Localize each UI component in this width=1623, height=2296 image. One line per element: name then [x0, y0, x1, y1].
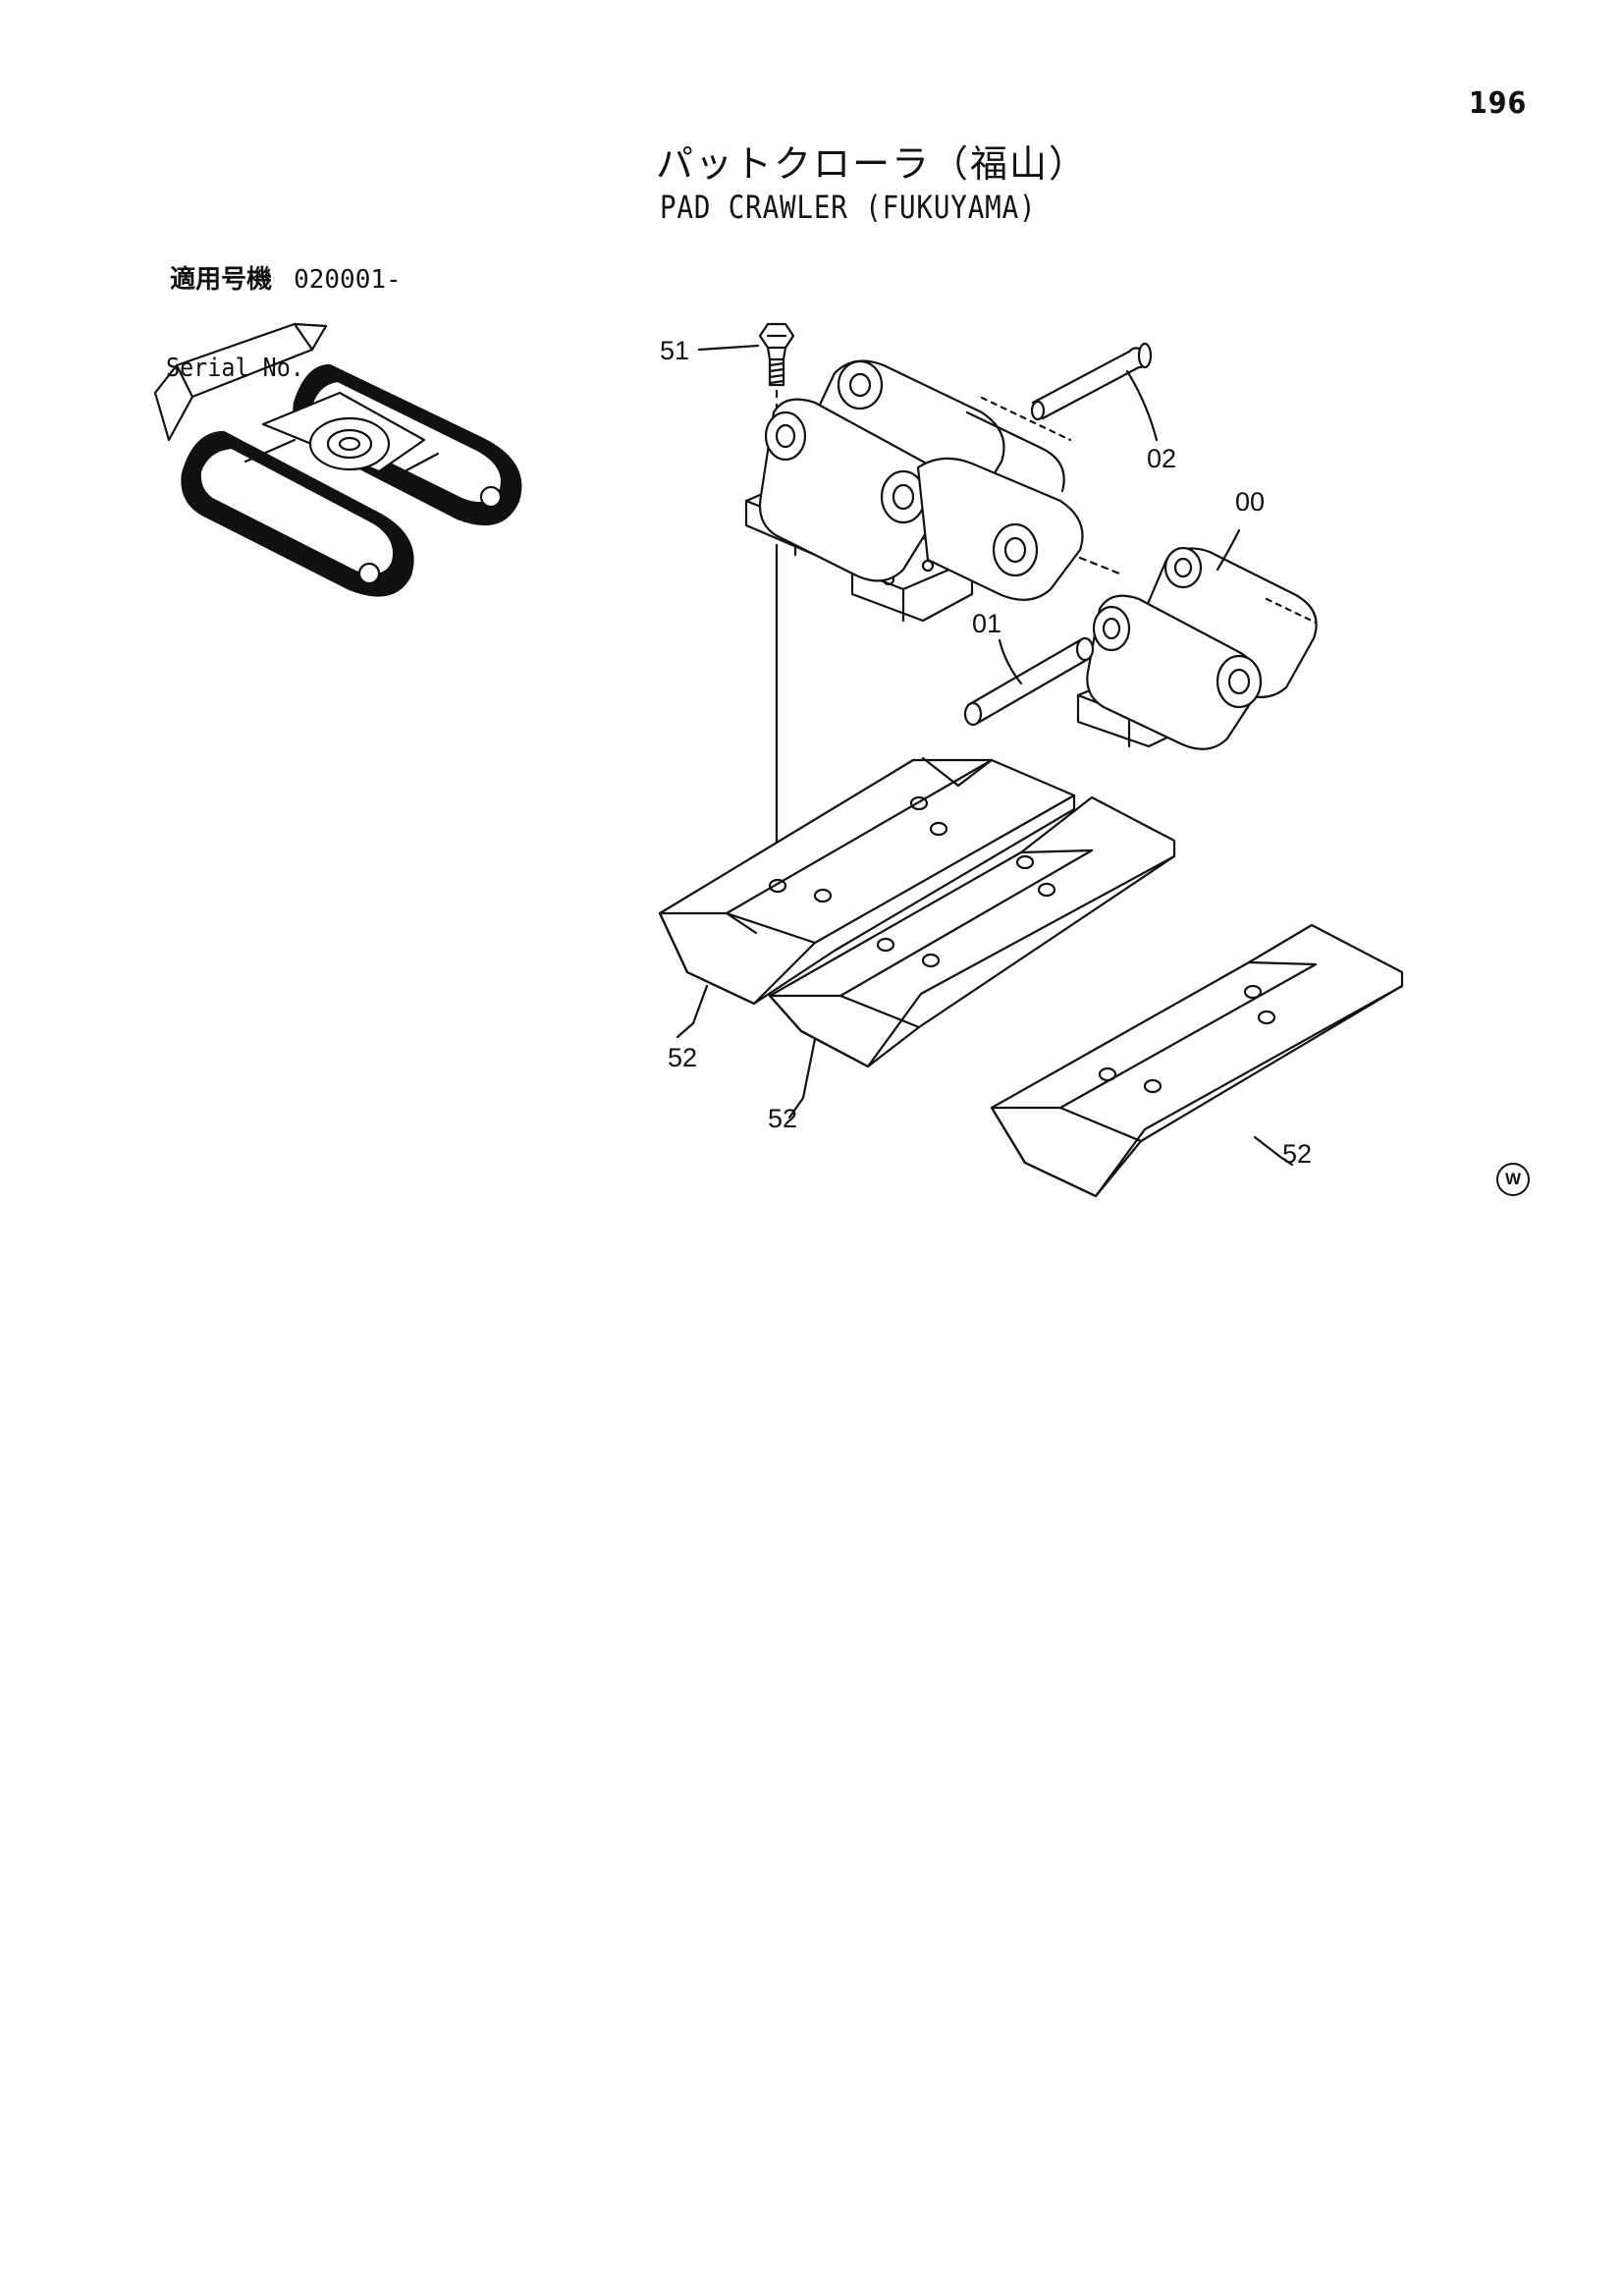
- rubber-pad-icon: [658, 756, 1076, 1006]
- rubber-pad-icon: [768, 795, 1176, 1068]
- pin-icon: [1030, 342, 1153, 421]
- serial-info: 適用号機 020001- Serial No.: [137, 236, 402, 412]
- serial-label-english: Serial No.: [166, 354, 304, 383]
- serial-value: 020001-: [294, 265, 402, 295]
- callout-52-middle: 52: [768, 1104, 797, 1133]
- bolt-icon: [758, 322, 795, 387]
- page-title-english: PAD CRAWLER (FUKUYAMA): [660, 189, 1037, 226]
- pin-icon: [963, 636, 1095, 727]
- crawler-excavator-undercarriage-icon: [153, 322, 522, 597]
- page-title-japanese: パットクローラ（福山）: [656, 142, 1089, 186]
- callout-02: 02: [1147, 444, 1176, 473]
- page-number: 196: [1469, 86, 1528, 121]
- track-link-icon: [744, 359, 1121, 623]
- publisher-stamp: W: [1496, 1163, 1530, 1196]
- callout-52-left: 52: [668, 1043, 697, 1072]
- callout-51: 51: [660, 336, 689, 365]
- callout-leaders: [676, 344, 1294, 1167]
- callout-01: 01: [972, 609, 1001, 638]
- callout-52-right: 52: [1282, 1139, 1312, 1169]
- rubber-pad-icon: [990, 923, 1404, 1198]
- serial-label-japanese: 適用号機: [170, 265, 273, 295]
- callout-00: 00: [1235, 487, 1265, 517]
- track-link-icon: [1076, 546, 1318, 750]
